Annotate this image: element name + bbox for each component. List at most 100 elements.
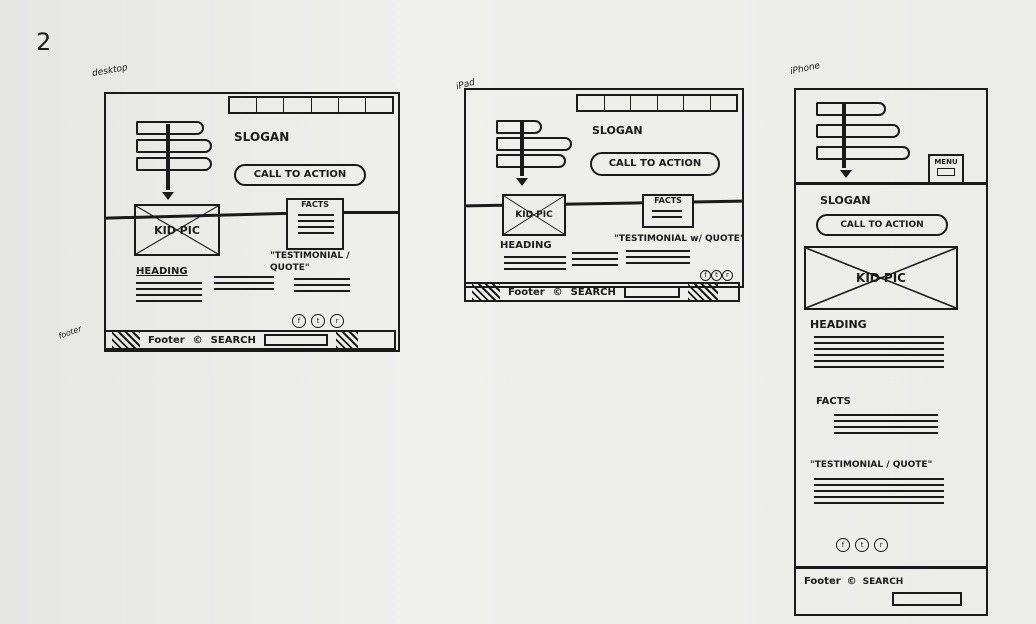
desktop-hero-image: KID PIC (134, 204, 220, 256)
twitter-icon[interactable]: t (855, 538, 870, 552)
ipad-footer-text: Footer (508, 286, 545, 298)
footer-hatch (112, 332, 140, 348)
copyright-icon: © (192, 334, 203, 346)
desktop-quote-body (294, 278, 350, 296)
ipad-facts-list (652, 210, 682, 222)
ipad-quote-body (626, 250, 690, 268)
iphone-image-caption: KID PIC (856, 270, 906, 285)
ipad-nav[interactable] (576, 94, 738, 112)
iphone-footer: Footer © SEARCH (804, 576, 903, 587)
desktop-nav-item[interactable] (312, 98, 339, 112)
desktop-sign-2[interactable] (136, 139, 212, 153)
iphone-sign-3[interactable] (816, 146, 910, 160)
iphone-facts-list (834, 414, 938, 438)
desktop-nav[interactable] (228, 96, 394, 114)
twitter-icon[interactable]: t (311, 314, 326, 328)
ipad-nav-item[interactable] (711, 96, 737, 110)
desktop-nav-item[interactable] (257, 98, 285, 112)
ipad-sign-1[interactable] (496, 120, 542, 134)
facebook-icon[interactable]: f (292, 314, 306, 328)
desktop-column-2 (214, 276, 274, 294)
ipad-heading-body (504, 256, 566, 274)
desktop-quote: "TESTIMONIAL / QUOTE" (270, 251, 350, 273)
ipad-image-caption: KID PIC (515, 210, 553, 221)
iphone-quote-body (814, 478, 944, 508)
iphone-wireframe: MENU SLOGAN CALL TO ACTION KID PIC HEADI… (794, 88, 988, 616)
ipad-facts-title: FACTS (654, 196, 682, 205)
iphone-sign-2[interactable] (816, 124, 900, 138)
footer-note-label: footer (57, 324, 83, 341)
iphone-search-label: SEARCH (862, 576, 904, 587)
desktop-wireframe: SLOGAN CALL TO ACTION KID PIC FACTS HEAD… (104, 92, 400, 352)
iphone-menu-label: MENU (934, 158, 958, 166)
iphone-facts-title: FACTS (816, 396, 851, 407)
desktop-nav-item[interactable] (284, 98, 312, 112)
footer-hatch (472, 284, 500, 300)
desktop-search-input[interactable] (263, 334, 328, 346)
footer-hatch-right (335, 332, 358, 348)
ipad-sign-3[interactable] (496, 154, 566, 168)
iphone-footer-text: Footer (804, 576, 841, 587)
facebook-icon[interactable]: f (836, 538, 850, 552)
desktop-nav-item[interactable] (339, 98, 366, 112)
ipad-nav-item[interactable] (578, 96, 605, 110)
iphone-footer-divider (796, 566, 986, 569)
twitter-icon[interactable]: t (711, 270, 722, 281)
desktop-arrow-down-icon (162, 192, 174, 200)
ipad-cta-button[interactable]: CALL TO ACTION (590, 152, 720, 176)
desktop-facts-title: FACTS (301, 200, 329, 209)
ipad-hero-image: KID PIC (502, 194, 566, 236)
ipad-arrow-down-icon (516, 178, 528, 186)
desktop-sign-3[interactable] (136, 157, 212, 171)
ipad-heading: HEADING (500, 240, 552, 251)
ipad-column-2 (572, 252, 618, 270)
iphone-arrow-down-icon (840, 170, 852, 178)
ipad-search-label: SEARCH (570, 286, 616, 298)
desktop-footer: Footer © SEARCH (104, 330, 396, 350)
desktop-nav-item[interactable] (366, 98, 392, 112)
iphone-menu-button[interactable]: MENU (928, 154, 964, 184)
ipad-search-input[interactable] (623, 286, 680, 298)
iphone-hero-image: KID PIC (804, 246, 958, 310)
desktop-divider-right (336, 211, 398, 214)
rss-icon[interactable]: r (874, 538, 889, 552)
iphone-sign-1[interactable] (816, 102, 886, 116)
desktop-heading-body (136, 282, 202, 306)
ipad-footer: Footer © SEARCH (464, 282, 740, 302)
rss-icon[interactable]: r (330, 314, 345, 328)
ipad-signpost-post (520, 120, 524, 176)
ipad-nav-item[interactable] (658, 96, 684, 110)
desktop-footer-text: Footer (148, 334, 185, 346)
menu-icon (937, 168, 955, 176)
rss-icon[interactable]: r (722, 270, 733, 281)
ipad-wireframe: SLOGAN CALL TO ACTION KID PIC FACTS HEAD… (464, 88, 745, 288)
iphone-label: iPhone (789, 60, 822, 78)
desktop-search-label: SEARCH (210, 334, 256, 346)
iphone-cta-button[interactable]: CALL TO ACTION (816, 214, 948, 236)
facebook-icon[interactable]: f (700, 270, 711, 281)
desktop-sign-1[interactable] (136, 121, 204, 135)
iphone-quote: "TESTIMONIAL / QUOTE" (810, 460, 933, 470)
iphone-heading-body (814, 336, 944, 372)
ipad-nav-item[interactable] (631, 96, 658, 110)
desktop-cta-button[interactable]: CALL TO ACTION (234, 164, 366, 186)
desktop-facts-panel: FACTS (286, 198, 344, 250)
iphone-search-input[interactable] (892, 592, 962, 606)
iphone-heading: HEADING (810, 318, 867, 331)
copyright-icon: © (846, 576, 857, 587)
desktop-label: desktop (91, 62, 129, 80)
desktop-nav-item[interactable] (230, 98, 258, 112)
ipad-nav-item[interactable] (684, 96, 711, 110)
desktop-image-caption: KID PIC (154, 224, 200, 238)
copyright-icon: © (552, 286, 563, 298)
ipad-sign-2[interactable] (496, 137, 572, 151)
ipad-quote: "TESTIMONIAL w/ QUOTE" (614, 234, 745, 244)
desktop-slogan: SLOGAN (234, 130, 290, 144)
iphone-social-icons[interactable]: f t r (836, 532, 889, 552)
ipad-facts-panel: FACTS (642, 194, 694, 228)
iphone-slogan: SLOGAN (820, 194, 871, 207)
desktop-social-icons[interactable]: f t r (292, 308, 345, 328)
ipad-nav-item[interactable] (605, 96, 631, 110)
